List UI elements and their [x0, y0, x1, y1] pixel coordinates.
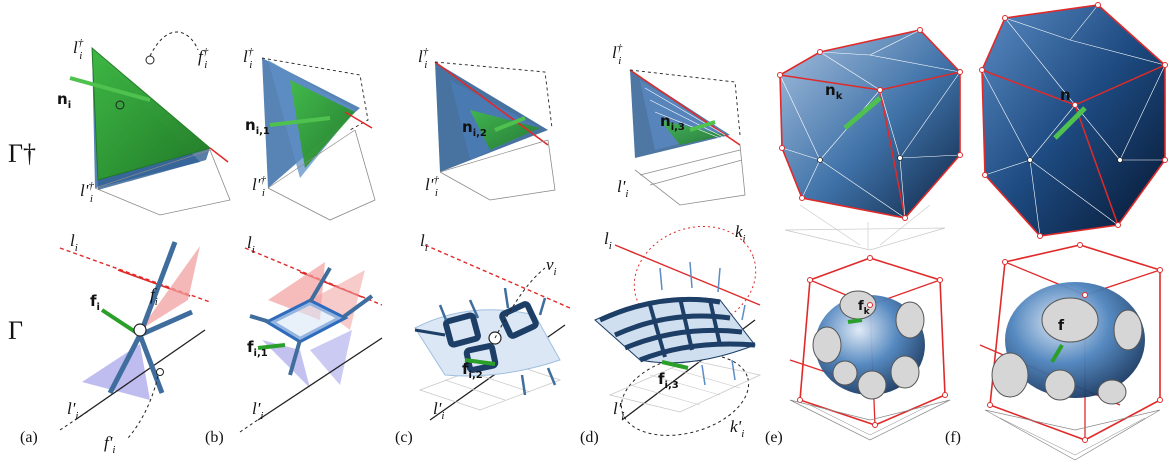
panel-d-k-top: ki	[735, 222, 746, 245]
panel-a-bot-l-bot: l'i	[67, 399, 78, 422]
panel-a-l-top: l†i	[73, 37, 84, 62]
panel-d-normal: ni,3	[660, 112, 685, 133]
panel-c: l†i ni,2 l'†i li vi fi,2 l'i	[395, 46, 571, 446]
panel-e-normal: nk	[825, 81, 843, 102]
panel-a-bottom-node	[59, 241, 211, 439]
panel-d-force: fi,3	[658, 370, 679, 391]
panel-b-bottom-node	[239, 247, 383, 433]
panel-d-k-bot: k'i	[730, 417, 744, 440]
panel-a-bot-l-top: li	[70, 231, 78, 254]
panel-b-normal: ni,1	[245, 116, 270, 137]
panel-c-l-bot: l'†i	[425, 174, 439, 199]
panel-e-top-cube	[777, 27, 963, 251]
panel-d-bottom-surface	[594, 225, 762, 436]
panel-c-top-cell	[434, 61, 556, 201]
panel-c-bot-l-bot: l'i	[433, 399, 444, 422]
panel-d-bot-l-top: li	[604, 229, 612, 252]
panel-b-bot-l-bot: l'i	[252, 399, 263, 422]
panel-c-bot-l-top: li	[420, 231, 428, 254]
panel-c-bottom-surface	[414, 244, 571, 421]
panel-a: l†i f†i ni l'†i li fi fi l'i f'i (a)	[20, 31, 231, 456]
panel-e-force: fk	[858, 299, 871, 317]
panel-f-bottom-node	[979, 242, 1163, 461]
panel-a-face-dual: f†i	[198, 46, 209, 71]
panel-c-force: fi,2	[462, 360, 483, 381]
panel-f-normal: n	[1060, 86, 1071, 104]
row-label-top: Γ†	[8, 139, 36, 168]
panel-a-normal: ni	[57, 90, 71, 111]
panel-b-l-bot: l'†i	[252, 174, 266, 199]
panel-a-face-prime: f'i	[104, 433, 115, 456]
panel-d-l-bot: l'i	[617, 177, 628, 200]
panel-a-force: fi	[90, 292, 100, 313]
panel-c-caption: (c)	[395, 429, 413, 446]
panel-d-caption: (d)	[580, 429, 599, 446]
panel-c-vertex: vi	[546, 255, 557, 278]
panel-b-l-top: l†i	[243, 46, 254, 71]
panel-e: nk fk (e)	[765, 27, 963, 446]
panel-b-bot-l-top: li	[247, 233, 255, 256]
panel-a-face: fi	[150, 285, 158, 308]
panel-a-l-bot: l'†i	[80, 180, 94, 205]
panel-b-force: fi,1	[247, 338, 268, 359]
panel-e-bottom-node	[789, 255, 951, 441]
panel-e-caption: (e)	[765, 429, 783, 446]
panel-b-caption: (b)	[205, 429, 224, 446]
panel-b: l†i ni,1 l'†i li fi,1 l'i (b)	[205, 46, 383, 446]
panel-c-normal: ni,2	[462, 118, 487, 139]
panel-f-force: f	[1058, 318, 1065, 334]
panel-d-bot-l-bot: l'i	[613, 399, 624, 422]
panel-f: n f (f)	[945, 2, 1168, 461]
panel-b-top-cell	[261, 57, 376, 221]
panel-f-top-cube	[979, 2, 1168, 239]
panel-a-top-cell	[69, 31, 231, 216]
panel-d-top-cell	[629, 69, 746, 206]
row-label-bottom: Γ	[8, 316, 23, 345]
panel-d: l†i ni,3 l'i li	[580, 42, 762, 446]
panel-d-l-top: l†i	[612, 42, 623, 67]
panel-c-l-top: l†i	[418, 46, 429, 71]
panel-a-caption: (a)	[20, 429, 38, 446]
panel-f-caption: (f)	[945, 429, 961, 446]
